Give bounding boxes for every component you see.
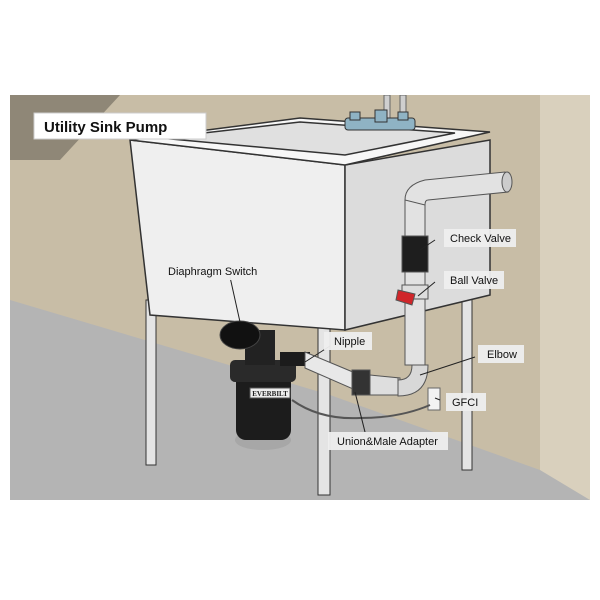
title-box [33,112,207,140]
sump-pump: EVERBILT [219,320,310,450]
power-cord [291,399,431,420]
faucet [344,109,416,131]
sink-tub [129,117,491,331]
discharge-piping [304,171,513,397]
svg-text:Check Valve: Check Valve [450,233,511,245]
callout-diaphragm-switch: Diaphragm Switch [163,262,278,280]
diagram-title: Utility Sink Pump [44,119,167,136]
svg-text:Diaphragm Switch: Diaphragm Switch [168,266,257,278]
svg-text:Elbow: Elbow [487,349,517,361]
callout-gfci: GFCI [446,393,486,411]
gfci-outlet [427,387,441,411]
ball-valve-handle [395,289,416,306]
callout-ball-valve: Ball Valve [444,271,504,289]
pump-brand: EVERBILT [252,390,288,398]
side-wall [540,95,590,500]
callout-nipple: Nipple [324,332,372,350]
svg-text:Ball Valve: Ball Valve [450,275,498,287]
svg-text:Union&Male Adapter: Union&Male Adapter [337,436,438,448]
check-valve [401,235,429,273]
callout-union-male-adapter: Union&Male Adapter [328,432,448,450]
svg-text:Nipple: Nipple [334,336,365,348]
callout-check-valve: Check Valve [444,229,516,247]
diaphragm-switch [219,320,261,350]
callout-elbow: Elbow [478,345,524,363]
svg-text:GFCI: GFCI [452,397,478,409]
